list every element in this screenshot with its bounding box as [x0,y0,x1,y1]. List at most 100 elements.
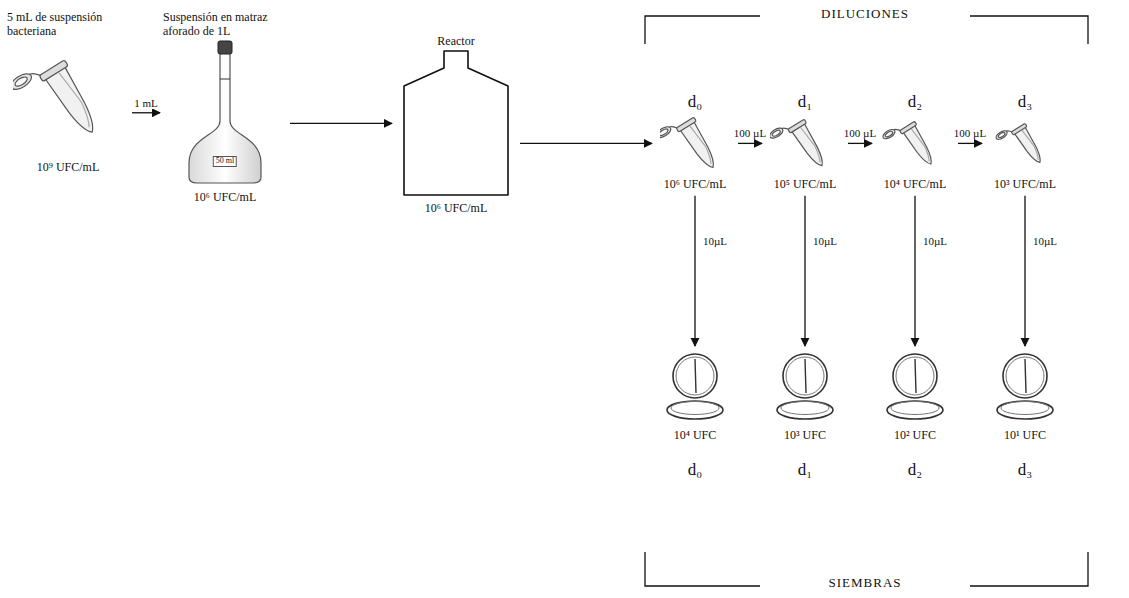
petri-lid [783,354,827,398]
value-label: 10² UFC [894,428,936,442]
tube-body [792,124,828,170]
petri-lid [673,354,717,398]
flow-arrow [804,196,805,346]
plating-bracket-left [645,552,760,586]
flow-arrow [958,143,982,144]
tube-shade [799,127,824,163]
value-label: 10³ UFC/mL [994,177,1056,191]
streak [915,359,916,393]
petri-base [777,401,833,419]
section-title: SIEMBRAS [825,575,904,591]
value-label: 10⁴ UFC [674,428,717,442]
volume-label: 1 mL [132,97,160,109]
value-label: 10⁴ UFC/mL [884,177,947,191]
petri-lid [893,354,937,398]
tube-figure [770,114,830,174]
flask-body [189,53,261,183]
caption: 5 mL de suspensión bacteriana [7,10,129,39]
tube-cap-inner [14,75,29,88]
flask-stopper [218,41,232,54]
plate-node: 10³ UFCd₁ [765,350,845,481]
value-label: 10³ UFC [784,428,826,442]
tube-cap [881,128,896,141]
illustration [990,112,1060,174]
tube-shade [910,128,933,161]
illustration [400,48,512,198]
value-label: d₃ [1018,460,1032,480]
tube-body [45,66,102,138]
value-label: d₁ [798,92,812,112]
flask-node: Suspensión en matraz aforado de 1L50 ml 1… [163,10,287,204]
plating-bracket-right [970,552,1088,586]
reactor-bottle [404,51,508,195]
tube-collar [1011,124,1027,136]
tube-collar [676,117,696,132]
flow-arrow [738,143,762,144]
illustration: 50 ml [180,39,270,187]
plate-figure [880,350,950,428]
tube-figure [881,116,938,174]
flow-arrow [694,196,695,346]
tube-shade [688,125,715,164]
flow-arrow [914,196,915,346]
volume-label: 10µL [921,235,949,247]
tube-cap [995,130,1009,142]
volume-label: 10µL [701,235,729,247]
petri-base [667,401,723,419]
value-label: 10⁵ UFC/mL [774,177,837,191]
plate-figure [990,350,1060,428]
value-label: 10⁶ UFC/mL [194,190,257,204]
plate-node: 10¹ UFC d₃ [985,350,1065,481]
illustration [770,350,840,428]
value-label: 10⁹ UFC/mL [37,160,100,174]
tube-cap-inner [998,132,1006,139]
volume-label: 100 µL [952,127,988,139]
tube-collar [900,122,917,135]
petri-base-rim [671,402,719,415]
flow-arrow [1024,196,1025,346]
tube-figure [770,112,840,174]
petri-base-rim [781,402,829,415]
dilution-bracket-right [970,16,1088,44]
tube-cap-inner [771,129,781,137]
tube-node: d₂10⁴ UFC/mL [875,92,955,192]
streak [695,359,696,393]
petri-base-rim [891,402,939,415]
tube-shade [1020,130,1041,160]
petri-lid-rim [896,357,934,395]
tube-figure [660,112,722,174]
tube-figure [995,119,1047,174]
illustration [880,350,950,428]
flow-arrow [848,143,872,144]
tube-cap [770,126,785,140]
value-label: d₂ [908,460,922,480]
petri-lid-rim [1006,357,1044,395]
value-label: 10¹ UFC [1004,428,1046,442]
stock-node: 5 mL de suspensión bacteriana 10⁹ UFC/mL [7,10,129,174]
illustration [660,112,730,174]
tube-node: d₁ 10⁵ UFC/mL [765,92,845,192]
plate-figure [770,350,840,428]
value-label: d₀ [688,460,702,480]
flask-mark [220,78,230,79]
illustration [880,112,950,174]
plate-figure [660,350,730,428]
reactor-figure [400,48,512,198]
value-label: d₃ [1018,92,1032,112]
flow-arrow [520,143,652,144]
tube-body [903,126,937,168]
value-label: 10⁶ UFC/mL [425,201,488,215]
tube-cap-inner [660,128,669,137]
volume-label: 10µL [1031,235,1059,247]
tube-node: d₀10⁶ UFC/mL [655,92,735,192]
volume-label: 10µL [811,235,839,247]
tube-node: d₃ 10³ UFC/mL [985,92,1065,192]
illustration [770,112,840,174]
caption: Suspensión en matraz aforado de 1L [163,10,287,39]
value-label: Reactor [437,34,474,48]
dilution-bracket-left [645,16,760,44]
value-label: 10⁶ UFC/mL [664,177,727,191]
tube-collar [788,120,807,134]
